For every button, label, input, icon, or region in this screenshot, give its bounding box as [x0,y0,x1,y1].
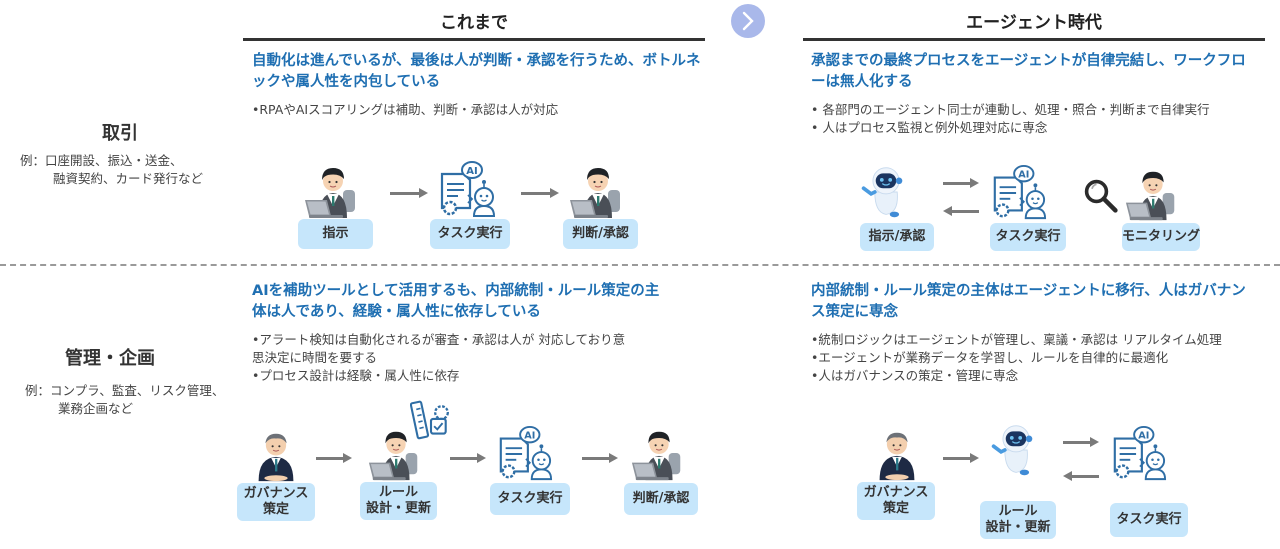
ai-task-icon [488,425,560,483]
row-example-transactions: 例：口座開設、振込・送金、 融資契約、カード発行など [20,152,203,188]
row-example-management: 例：コンプラ、監査、リスク管理、 業務企画など [25,382,224,418]
bullets-before-management: •アラート検知は自動化されるが審査・承認は人が 対応しており意 思決定に時間を要… [252,331,625,385]
column-header-before: これまで [440,13,508,33]
bullet-item: •人はガバナンスの策定・管理に専念 [811,368,1019,383]
column-rule-after [803,38,1265,41]
example-line: 例：口座開設、振込・送金、 [20,153,183,168]
executive-icon [868,424,926,482]
step-governance: ガバナンス 策定 [857,482,935,520]
worker-icon [303,160,363,220]
ai-task-icon [983,164,1053,222]
lead-before-management: AIを補助ツールとして活用するも、内部統制・ルール策定の主体は人であり、経験・属… [252,283,660,320]
example-line: 業務企画など [58,401,134,416]
step-task-exec: タスク実行 [490,483,570,515]
flow-arrow-forward [943,178,979,188]
example-line: 例：コンプラ、監査、リスク管理、 [25,383,225,398]
bullets-after-management: •統制ロジックはエージェントが管理し、稟議・承認は リアルタイム処理 •エージェ… [811,331,1222,385]
step-instruction-approval: 指示/承認 [860,223,934,251]
step-rule-design: ルール 設計・更新 [980,501,1056,539]
flow-arrow [390,188,428,198]
worker-icon [1124,164,1182,222]
bullet-item: •プロセス設計は経験・属人性に依存 [252,368,460,383]
bullet-item: •アラート検知は自動化されるが審査・承認は人が 対応しており意 [252,332,626,347]
flow-arrow-back [1063,471,1099,481]
flow-arrow [943,453,979,463]
bullet-item: •統制ロジックはエージェントが管理し、稟議・承認は リアルタイム処理 [811,332,1222,347]
ai-task-icon [1102,425,1174,483]
worker-icon [367,424,425,482]
bullets-before-transactions: •RPAやAIスコアリングは補助、判断・承認は人が対応 [252,101,558,119]
step-rule-design: ルール 設計・更新 [360,482,437,520]
step-monitoring: モニタリング [1122,223,1200,251]
column-rule-before [243,38,705,41]
magnifier-icon [1083,178,1119,214]
lead-before-transactions: 自動化は進んでいるが、最後は人が判断・承認を行うため、ボトルネックや属人性を内包… [252,53,701,90]
robot-icon [858,164,914,220]
flow-arrow [450,453,486,463]
step-instruction: 指示 [298,219,373,249]
flow-arrow-forward [1063,437,1099,447]
flow-arrow [582,453,618,463]
chevron-right-icon [742,11,754,31]
step-judgment: 判断/承認 [563,219,638,249]
ai-task-icon [430,160,502,220]
worker-icon [568,160,628,220]
step-task-exec: タスク実行 [430,219,510,249]
step-judgment: 判断/承認 [624,483,698,515]
next-button[interactable] [731,4,765,38]
bullet-item: •RPAやAIスコアリングは補助、判断・承認は人が対応 [252,102,559,117]
bullet-item: • 人はプロセス監視と例外処理対応に専念 [811,120,1048,135]
flow-arrow [521,188,559,198]
flow-arrow-back [943,206,979,216]
step-task-exec: タスク実行 [990,223,1066,251]
row-title-management: 管理・企画 [65,348,155,369]
lead-after-management: 内部統制・ルール策定の主体はエージェントに移行、人はガバナンス策定に専念 [811,283,1246,320]
row-title-transactions: 取引 [102,123,138,144]
lead-after-transactions: 承認までの最終プロセスをエージェントが自律完結し、ワークフローは無人化する [811,53,1246,90]
robot-icon [988,422,1044,478]
row-divider [0,264,1280,266]
bullets-after-transactions: • 各部門のエージェント同士が連動し、処理・照合・判断まで自律実行 • 人はプロ… [811,101,1210,137]
flow-arrow [316,453,352,463]
worker-icon [630,424,688,482]
bullet-item: • 各部門のエージェント同士が連動し、処理・照合・判断まで自律実行 [811,102,1210,117]
step-task-exec: タスク実行 [1110,503,1188,537]
bullet-item: •エージェントが業務データを学習し、ルールを自律的に最適化 [811,350,1169,365]
column-header-after: エージェント時代 [966,13,1102,33]
bullet-item: 思決定に時間を要する [252,350,378,365]
example-line: 融資契約、カード発行など [53,171,204,186]
step-governance: ガバナンス 策定 [237,483,315,521]
executive-icon [247,425,305,483]
